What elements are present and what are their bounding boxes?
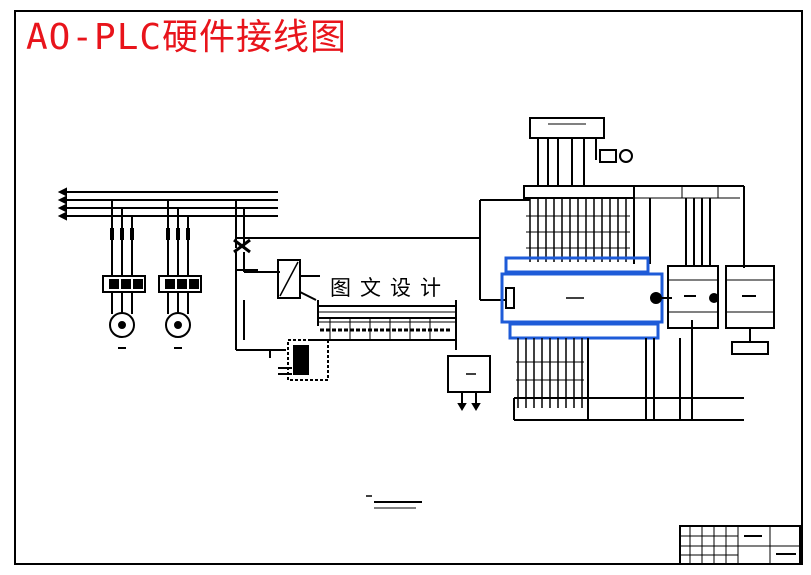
power-bus — [57, 187, 278, 221]
motor-2 — [165, 312, 191, 338]
title-block — [679, 525, 801, 565]
supply-branch — [233, 200, 329, 381]
top-module — [529, 117, 633, 186]
watermark-text: 图文设计 — [326, 270, 454, 304]
motor-branch-2 — [158, 200, 202, 349]
plc-lower-io — [513, 320, 744, 421]
motor-1 — [109, 312, 135, 338]
drawing-title: AO-PLC硬件接线图 — [26, 17, 348, 58]
power-supply-box — [447, 355, 491, 411]
scale-marker — [366, 495, 422, 509]
drawing-frame — [14, 10, 803, 565]
plc-unit — [500, 256, 672, 340]
terminal-strip-left — [310, 300, 457, 350]
relay-module-2 — [725, 265, 775, 355]
motor-branch-1 — [102, 200, 146, 349]
plc-upper-io — [523, 185, 745, 268]
relay-module-1 — [667, 198, 719, 329]
